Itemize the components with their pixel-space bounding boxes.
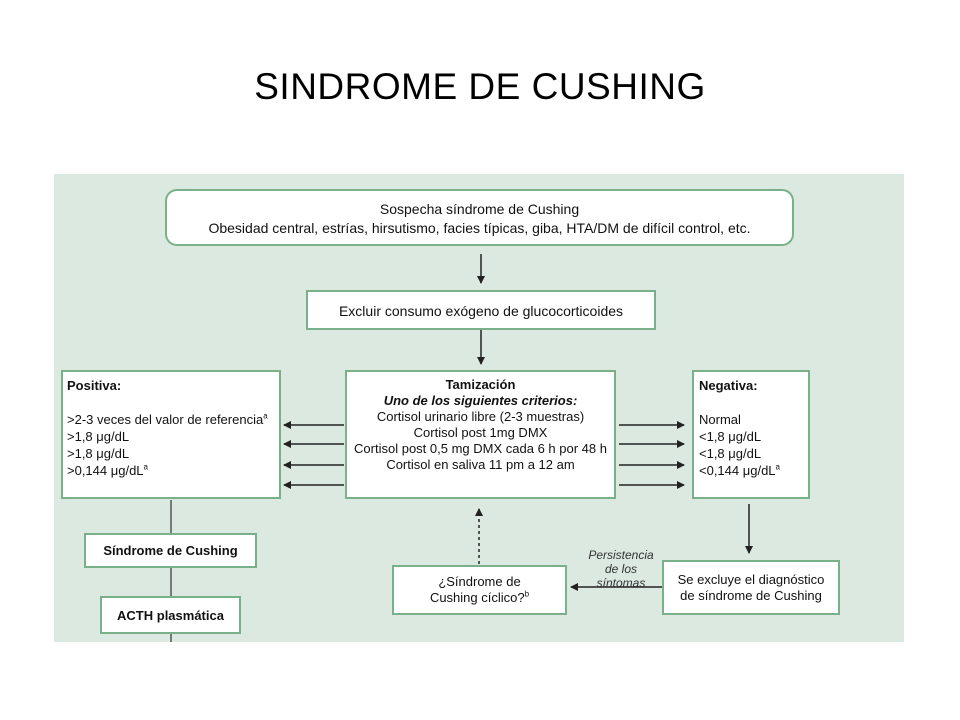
persistence-note: Persistencia de los síntomas bbox=[588, 548, 654, 590]
screening-subheading: Uno de los siguientes criterios: bbox=[383, 393, 578, 408]
positive-footnote-mark: a bbox=[263, 411, 268, 421]
cyclic-line: ¿Síndrome de bbox=[438, 574, 521, 589]
cyclic-box: ¿Síndrome de Cushing cíclico?b bbox=[392, 565, 567, 615]
cushing-syndrome-box: Síndrome de Cushing bbox=[84, 533, 257, 568]
screening-box: Tamización Uno de los siguientes criteri… bbox=[345, 370, 616, 499]
suspicion-detail: Obesidad central, estrías, hirsutismo, f… bbox=[208, 220, 751, 236]
negative-heading: Negativa: bbox=[699, 378, 758, 393]
screening-criterion: Cortisol en saliva 11 pm a 12 am bbox=[386, 457, 575, 472]
exclude-box: Excluir consumo exógeno de glucocorticoi… bbox=[306, 290, 656, 330]
positive-value: >2-3 veces del valor de referenciaa bbox=[67, 411, 268, 427]
suspicion-heading: Sospecha síndrome de Cushing bbox=[379, 201, 580, 217]
positive-value: >1,8 μg/dL bbox=[67, 429, 130, 444]
positive-heading: Positiva: bbox=[67, 378, 122, 393]
exclude-text: Excluir consumo exógeno de glucocorticoi… bbox=[338, 303, 624, 319]
negative-box: Negativa: Normal <1,8 μg/dL <1,8 μg/dL <… bbox=[692, 370, 810, 499]
negative-value: <0,144 μg/dLa bbox=[699, 462, 780, 478]
negative-value: <1,8 μg/dL bbox=[699, 429, 762, 444]
page-title: SINDROME DE CUSHING bbox=[254, 66, 706, 107]
screening-criterion: Cortisol urinario libre (2-3 muestras) bbox=[376, 409, 585, 424]
excluded-line: Se excluye el diagnóstico bbox=[677, 572, 825, 587]
negative-footnote-mark: a bbox=[775, 462, 780, 472]
acth-text: ACTH plasmática bbox=[117, 608, 224, 623]
cyclic-line: Cushing cíclico?b bbox=[429, 589, 530, 605]
cyclic-footnote-mark: b bbox=[524, 589, 530, 599]
positive-box: Positiva: >2-3 veces del valor de refere… bbox=[61, 370, 281, 499]
cushing-syndrome-text: Síndrome de Cushing bbox=[103, 543, 238, 558]
excluded-box: Se excluye el diagnóstico de síndrome de… bbox=[662, 560, 840, 615]
screening-criterion: Cortisol post 1mg DMX bbox=[413, 425, 548, 440]
positive-value: >1,8 μg/dL bbox=[67, 446, 130, 461]
negative-value: <1,8 μg/dL bbox=[699, 446, 762, 461]
positive-value: >0,144 μg/dLa bbox=[67, 462, 148, 478]
negative-value: Normal bbox=[699, 412, 741, 427]
acth-box: ACTH plasmática bbox=[100, 596, 241, 634]
suspicion-box: Sospecha síndrome de Cushing Obesidad ce… bbox=[165, 189, 794, 246]
positive-footnote-mark: a bbox=[143, 462, 148, 472]
excluded-line: de síndrome de Cushing bbox=[680, 588, 822, 603]
screening-heading: Tamización bbox=[445, 377, 516, 392]
screening-criterion: Cortisol post 0,5 mg DMX cada 6 h por 48… bbox=[354, 441, 607, 456]
